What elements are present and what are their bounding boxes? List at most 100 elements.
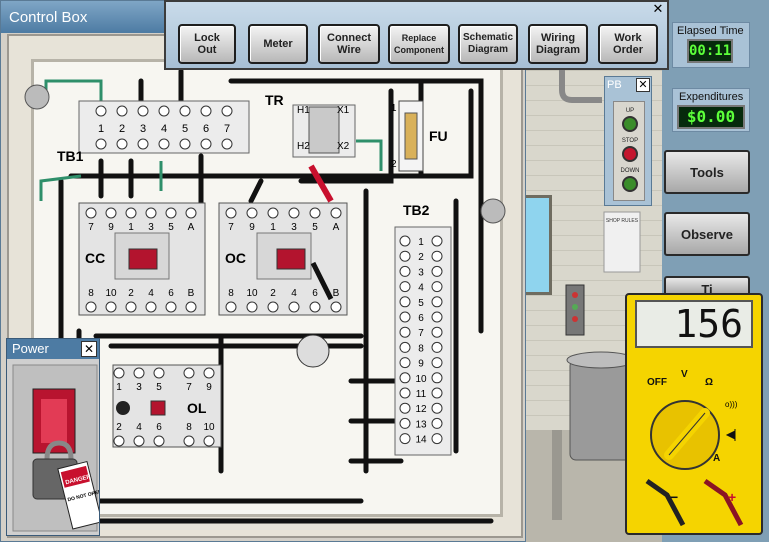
tb1-screw-bottom[interactable]	[158, 138, 170, 150]
tb1-screw-bottom[interactable]	[137, 138, 149, 150]
oc-screw-top[interactable]	[309, 207, 321, 219]
tb1-screw-bottom[interactable]	[95, 138, 107, 150]
cc-screw-top[interactable]	[185, 207, 197, 219]
tb2-screw-left[interactable]	[399, 265, 411, 277]
shop-rules-poster	[603, 211, 641, 273]
tb2-screw-left[interactable]	[399, 296, 411, 308]
observe-button[interactable]: Observe	[664, 212, 750, 256]
expenditures-value: $0.00	[677, 105, 745, 129]
tb1-screw-top[interactable]	[116, 105, 128, 117]
tb1-screw-bottom[interactable]	[179, 138, 191, 150]
cc-screw-top[interactable]	[165, 207, 177, 219]
tb2-screw-left[interactable]	[399, 326, 411, 338]
pb-stop-button[interactable]	[622, 146, 638, 162]
tb2-screw-right[interactable]	[431, 311, 443, 323]
tb2-screw-left[interactable]	[399, 417, 411, 429]
cc-screw-top[interactable]	[125, 207, 137, 219]
oc-screw-bottom[interactable]	[246, 301, 258, 313]
cc-screw-top[interactable]	[85, 207, 97, 219]
tb1-screw-top[interactable]	[179, 105, 191, 117]
cc-screw-bottom[interactable]	[165, 301, 177, 313]
oc-screw-bottom[interactable]	[288, 301, 300, 313]
ol-screw-top[interactable]	[113, 367, 125, 379]
tb2-screw-left[interactable]	[399, 341, 411, 353]
cc-screw-top[interactable]	[145, 207, 157, 219]
ol-screw-top[interactable]	[203, 367, 215, 379]
oc-screw-top[interactable]	[267, 207, 279, 219]
cc-screw-top[interactable]	[105, 207, 117, 219]
oc-screw-bottom[interactable]	[225, 301, 237, 313]
cc-terminal-top: 1	[128, 222, 134, 233]
tb2-screw-right[interactable]	[431, 250, 443, 262]
cc-screw-bottom[interactable]	[85, 301, 97, 313]
tb2-screw-left[interactable]	[399, 372, 411, 384]
tb1-screw-top[interactable]	[221, 105, 233, 117]
tb1-screw-top[interactable]	[137, 105, 149, 117]
oc-screw-bottom[interactable]	[309, 301, 321, 313]
tb2-terminal-number: 7	[418, 328, 424, 339]
cc-screw-bottom[interactable]	[185, 301, 197, 313]
cc-screw-bottom[interactable]	[145, 301, 157, 313]
tb2-screw-left[interactable]	[399, 387, 411, 399]
tb1-screw-bottom[interactable]	[116, 138, 128, 150]
oc-screw-top[interactable]	[288, 207, 300, 219]
tb2-screw-right[interactable]	[431, 402, 443, 414]
power-close-icon[interactable]: ✕	[81, 341, 97, 357]
tb1-screw-bottom[interactable]	[200, 138, 212, 150]
multimeter[interactable]: 156 OFF V Ω A o))) − +	[625, 293, 763, 535]
tb2-screw-left[interactable]	[399, 250, 411, 262]
meter-button[interactable]: Meter	[248, 24, 308, 64]
ol-screw-bottom[interactable]	[113, 435, 125, 447]
tb2-screw-right[interactable]	[431, 341, 443, 353]
ol-screw-top[interactable]	[133, 367, 145, 379]
tb2-screw-right[interactable]	[431, 326, 443, 338]
oc-screw-top[interactable]	[246, 207, 258, 219]
tb2-screw-right[interactable]	[431, 387, 443, 399]
ol-screw-top[interactable]	[183, 367, 195, 379]
tb1-screw-top[interactable]	[158, 105, 170, 117]
toolbar-close-icon[interactable]: ✕	[652, 1, 664, 16]
oc-screw-bottom[interactable]	[267, 301, 279, 313]
cc-screw-bottom[interactable]	[125, 301, 137, 313]
oc-screw-top[interactable]	[225, 207, 237, 219]
ol-screw-top[interactable]	[153, 367, 165, 379]
tools-button[interactable]: Tools	[664, 150, 750, 194]
pb-close-icon[interactable]: ✕	[636, 78, 650, 92]
tb2-screw-right[interactable]	[431, 417, 443, 429]
tb2-screw-right[interactable]	[431, 433, 443, 445]
oc-screw-bottom[interactable]	[330, 301, 342, 313]
tb2-screw-right[interactable]	[431, 235, 443, 247]
tb1-screw-bottom[interactable]	[221, 138, 233, 150]
tb1-screw-top[interactable]	[200, 105, 212, 117]
ol-screw-bottom[interactable]	[203, 435, 215, 447]
tb1-screw-top[interactable]	[95, 105, 107, 117]
elapsed-time-panel: Elapsed Time 00:11	[672, 22, 750, 68]
tb2-screw-right[interactable]	[431, 265, 443, 277]
oc-terminal-top: 1	[270, 222, 276, 233]
tb2-screw-right[interactable]	[431, 281, 443, 293]
cc-screw-bottom[interactable]	[105, 301, 117, 313]
tb2-screw-left[interactable]	[399, 235, 411, 247]
tb2-screw-right[interactable]	[431, 372, 443, 384]
pb-up-button[interactable]	[622, 116, 638, 132]
oc-screw-top[interactable]	[330, 207, 342, 219]
tb2-screw-left[interactable]	[399, 357, 411, 369]
ol-screw-bottom[interactable]	[183, 435, 195, 447]
pb-down-button[interactable]	[622, 176, 638, 192]
tb2-screw-left[interactable]	[399, 402, 411, 414]
tb2-screw-right[interactable]	[431, 296, 443, 308]
tb2-screw-left[interactable]	[399, 311, 411, 323]
tb2-screw-right[interactable]	[431, 357, 443, 369]
tr-x1: X1	[337, 105, 350, 116]
ol-screw-bottom[interactable]	[133, 435, 145, 447]
tb2-screw-left[interactable]	[399, 433, 411, 445]
tb2-screw-left[interactable]	[399, 281, 411, 293]
ol-screw-bottom[interactable]	[153, 435, 165, 447]
